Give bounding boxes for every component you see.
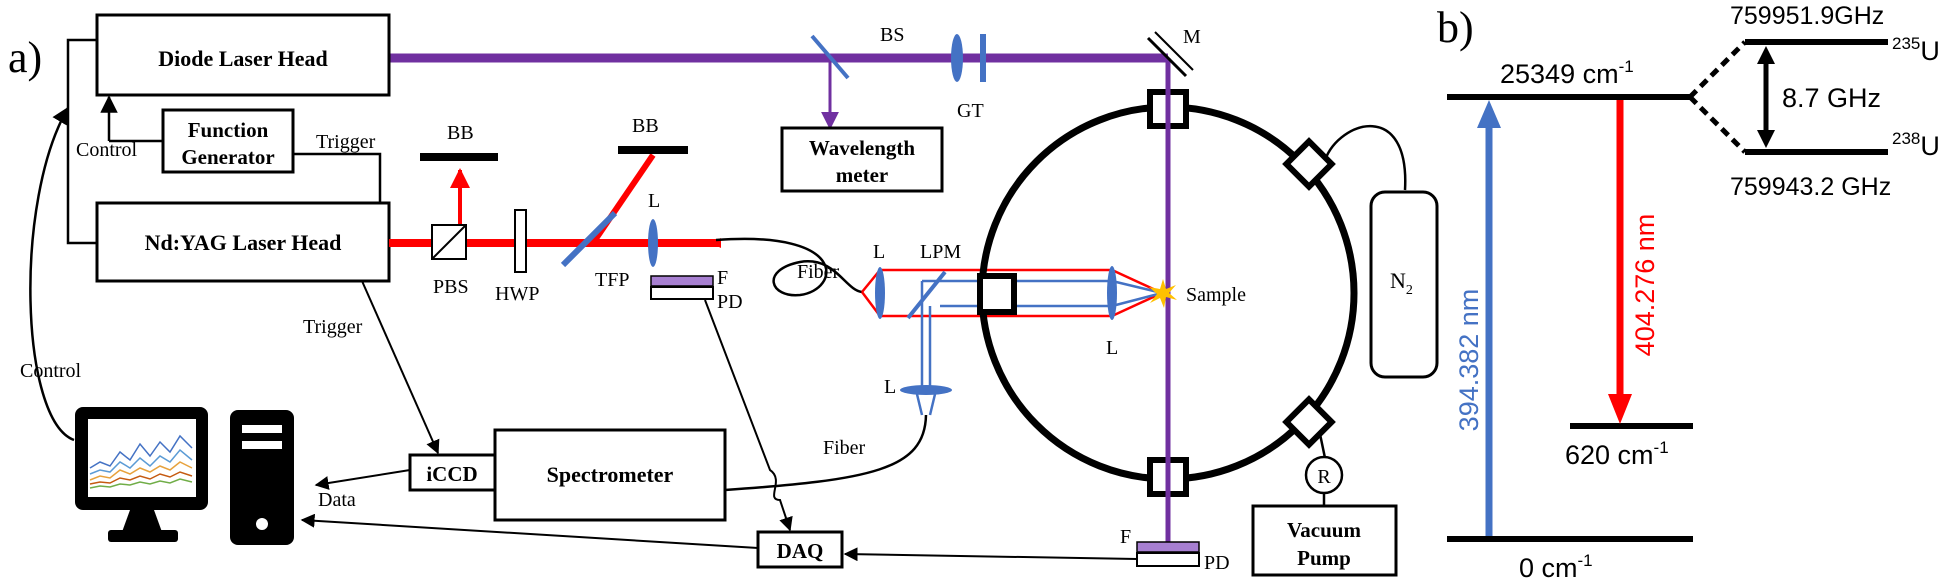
mirror-m bbox=[1146, 36, 1188, 78]
vacuum-pump-label-1: Vacuum bbox=[1287, 518, 1361, 542]
diode-laser-head-box bbox=[95, 13, 391, 97]
sample-label: Sample bbox=[1186, 284, 1246, 306]
gt-lens bbox=[951, 34, 963, 82]
polarizing-beam-splitter bbox=[431, 224, 467, 260]
ndyag-laser-head-box bbox=[95, 201, 391, 283]
middle-level-label: 620 cm-1 bbox=[1565, 438, 1669, 470]
n2-label: N2 bbox=[1390, 268, 1413, 298]
filter-bottom bbox=[1136, 541, 1200, 553]
mirror-m-back bbox=[1154, 31, 1194, 71]
iccd-box bbox=[408, 453, 497, 492]
bs-label: BS bbox=[880, 24, 904, 46]
u238-label: 238U bbox=[1892, 129, 1940, 161]
fiber-top bbox=[715, 237, 863, 297]
spectrometer-box bbox=[493, 428, 727, 522]
signal-wires bbox=[300, 280, 1138, 562]
gt-label: GT bbox=[957, 100, 984, 122]
control-wiring bbox=[29, 38, 382, 442]
beam-splitter bbox=[810, 34, 850, 80]
u238-frequency: 759943.2 GHz bbox=[1730, 173, 1891, 201]
photodiode-top-label: PD bbox=[717, 291, 743, 313]
lens-fiber bbox=[875, 267, 885, 319]
beam-block-2 bbox=[618, 146, 688, 154]
function-generator-box bbox=[161, 108, 295, 174]
fiber-top-label: Fiber bbox=[797, 261, 840, 283]
wavelength-meter-label-2: meter bbox=[836, 163, 888, 187]
emission-wavelength: 404.276 nm bbox=[1630, 214, 1660, 357]
excitation-wavelength: 394.382 nm bbox=[1454, 289, 1484, 432]
isotope-shift-arrowhead-down bbox=[1757, 130, 1775, 148]
sample-spark bbox=[1149, 279, 1177, 308]
lens-fiber-label: L bbox=[873, 241, 885, 263]
trigger-left-label: Trigger bbox=[303, 316, 363, 338]
n2-cylinder-hose bbox=[1323, 124, 1407, 191]
pump-line bbox=[1318, 433, 1327, 459]
lens-chamber bbox=[1107, 266, 1117, 320]
pbs-label: PBS bbox=[433, 276, 469, 298]
lens-top-label: L bbox=[648, 190, 660, 212]
panel-b-label: b) bbox=[1437, 3, 1474, 52]
collection-beam bbox=[914, 279, 1163, 416]
lens-bottom-label: L bbox=[884, 376, 896, 398]
hwp-label: HWP bbox=[495, 283, 539, 305]
isotope-split-lines bbox=[1688, 40, 1747, 154]
beam-block-1-label: BB bbox=[447, 122, 474, 144]
control-top-label: Control bbox=[76, 139, 138, 161]
photodiode-top bbox=[650, 286, 714, 300]
beam-block-2-label: BB bbox=[632, 115, 659, 137]
n2-cylinder bbox=[1369, 190, 1439, 379]
trigger-top-label: Trigger bbox=[316, 131, 376, 153]
mirror-label: M bbox=[1183, 26, 1201, 48]
filter-top bbox=[650, 275, 714, 287]
lens-top bbox=[648, 219, 658, 267]
daq-label: DAQ bbox=[777, 539, 824, 563]
ndyag-laser-head-label: Nd:YAG Laser Head bbox=[145, 230, 342, 255]
computer-icon bbox=[75, 407, 294, 545]
photodiode-bottom-label: PD bbox=[1204, 552, 1230, 574]
gt-polarizer bbox=[980, 34, 986, 82]
filter-top-label: F bbox=[717, 267, 728, 289]
fiber-bottom-label: Fiber bbox=[823, 437, 866, 459]
half-wave-plate bbox=[514, 209, 527, 273]
chamber-ports bbox=[977, 89, 1336, 497]
excitation-arrowhead bbox=[1477, 100, 1501, 128]
u235-label: 235U bbox=[1892, 34, 1940, 66]
pressure-gauge-label: R bbox=[1317, 466, 1331, 488]
diode-laser-head-label: Diode Laser Head bbox=[158, 46, 327, 71]
function-generator-label-2: Generator bbox=[181, 145, 274, 169]
upper-level-label: 25349 cm-1 bbox=[1500, 57, 1634, 89]
thin-film-polarizer bbox=[560, 210, 618, 268]
iccd-label: iCCD bbox=[426, 462, 477, 486]
function-generator-label-1: Function bbox=[188, 118, 269, 142]
vacuum-pump-label-2: Pump bbox=[1297, 546, 1351, 570]
data-label: Data bbox=[318, 489, 356, 511]
lpm-label: LPM bbox=[920, 241, 961, 263]
lens-chamber-label: L bbox=[1106, 337, 1118, 359]
wavelength-meter-label-1: Wavelength bbox=[809, 136, 915, 160]
daq-box bbox=[756, 530, 844, 569]
emission-arrowhead bbox=[1608, 394, 1632, 424]
tfp-label: TFP bbox=[595, 269, 629, 291]
isotope-shift-label: 8.7 GHz bbox=[1782, 83, 1881, 113]
beam-block-1 bbox=[420, 153, 498, 161]
pierced-mirror bbox=[906, 270, 947, 320]
spectrometer-label: Spectrometer bbox=[547, 462, 674, 487]
photodiode-bottom bbox=[1136, 552, 1200, 567]
u235-frequency: 759951.9GHz bbox=[1730, 2, 1884, 30]
panel-a-label: a) bbox=[8, 33, 42, 82]
vacuum-pump-box bbox=[1251, 504, 1398, 577]
isotope-shift-arrowhead-up bbox=[1757, 46, 1775, 64]
filter-bottom-label: F bbox=[1120, 526, 1131, 548]
wavelength-meter-box bbox=[780, 126, 944, 193]
lens-bottom bbox=[900, 385, 952, 395]
control-left-label: Control bbox=[20, 360, 82, 382]
ground-level-label: 0 cm-1 bbox=[1519, 551, 1593, 582]
